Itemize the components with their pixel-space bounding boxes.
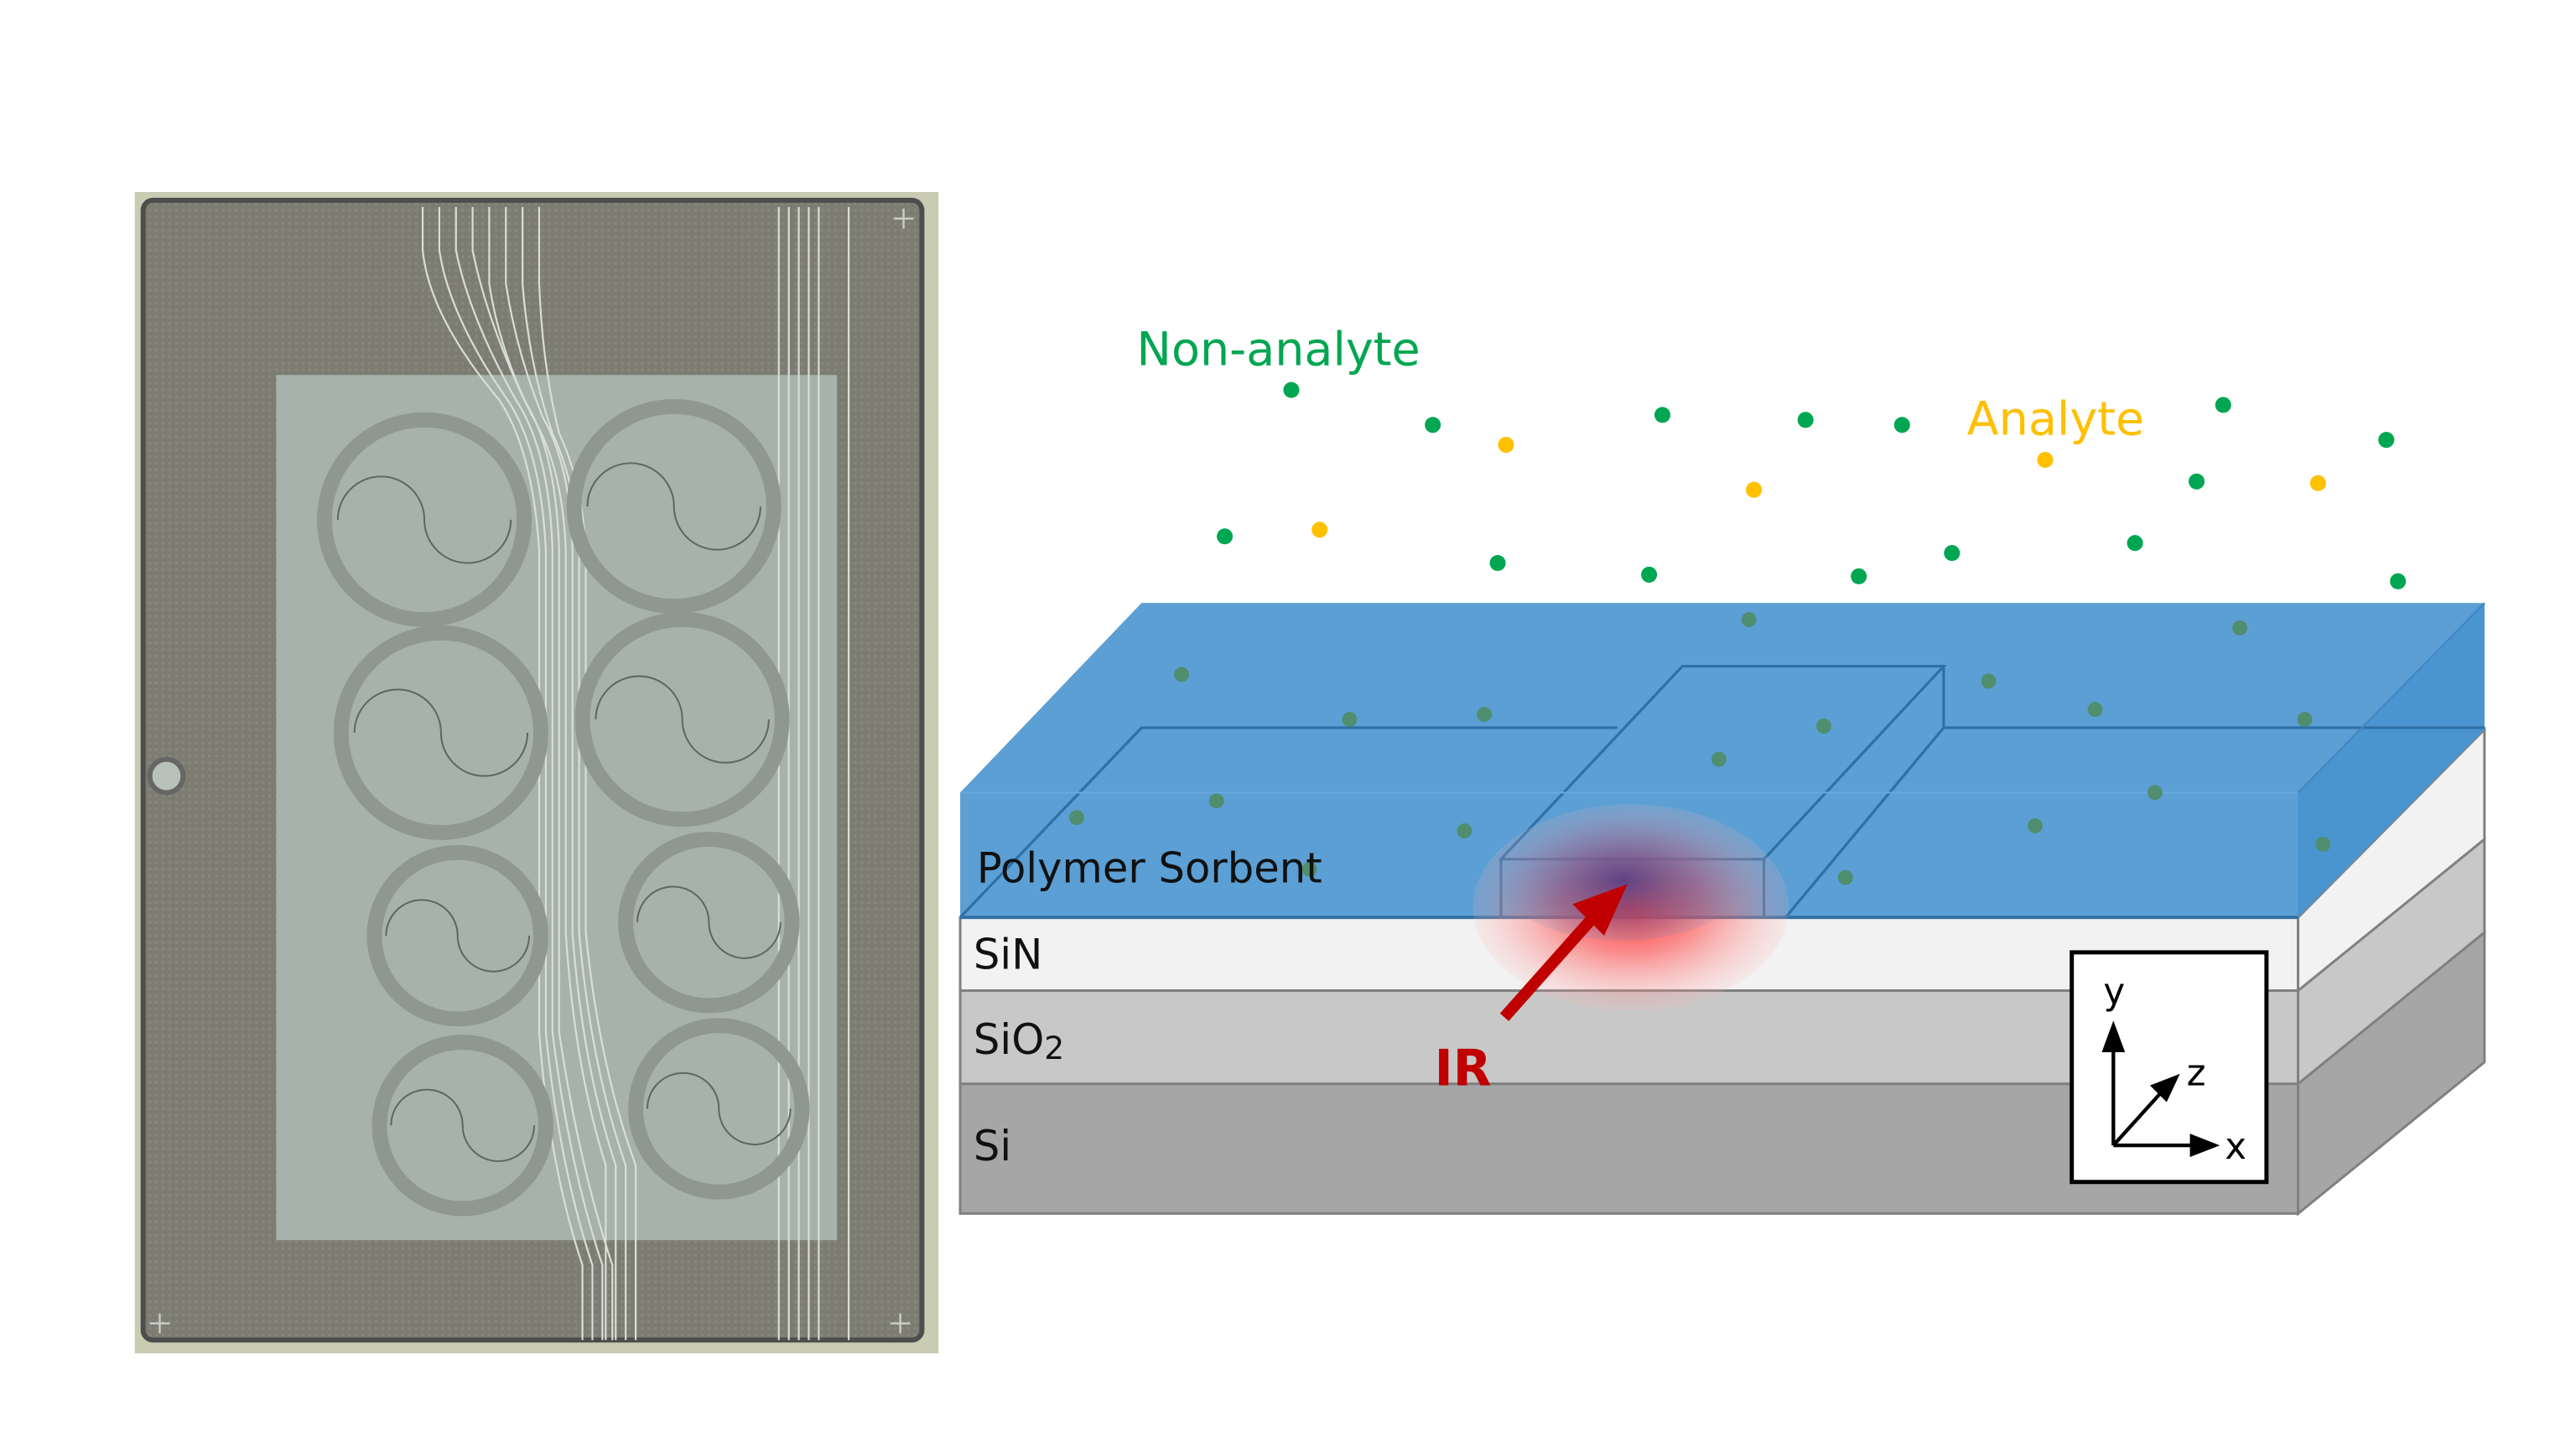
axes-inset: y z x: [2070, 950, 2269, 1185]
x-axis-arrow-icon: [2189, 1134, 2220, 1157]
non-analyte-label: Non-analyte: [1136, 322, 1420, 376]
corner-markers: [149, 208, 914, 1334]
waveguide-traces: [421, 206, 850, 1341]
non-analyte-molecules: [1217, 381, 2407, 589]
spiral-1: [317, 412, 532, 627]
analyte-label: Analyte: [1967, 392, 2145, 447]
si-label: Si: [974, 1122, 1011, 1170]
chip-micrograph: [134, 191, 939, 1354]
ir-arrow-icon: [1499, 884, 1628, 1021]
spiral-resonators: [317, 399, 810, 1217]
z-axis-arrow-icon: [2149, 1073, 2180, 1103]
evanescent-field: [1472, 791, 1789, 1011]
x-axis-label: x: [2225, 1125, 2246, 1168]
y-axis-arrow-icon: [2101, 1020, 2126, 1052]
y-axis-label: y: [2103, 970, 2125, 1013]
polymer-label: Polymer Sorbent: [977, 844, 1322, 893]
sio2-label: SiO2: [974, 1015, 1064, 1066]
spiral-2: [566, 399, 782, 615]
analyte-molecules: [1311, 437, 2326, 538]
spiral-8: [628, 1018, 810, 1200]
z-axis-label: z: [2187, 1052, 2206, 1095]
layer-stack-diagram: Polymer Sorbent SiN SiO2 Si IR y z x: [958, 322, 2486, 1217]
spiral-6: [618, 832, 800, 1014]
sin-label: SiN: [974, 931, 1042, 979]
spiral-5: [366, 844, 548, 1027]
alignment-mark: [147, 756, 186, 796]
spiral-3: [333, 625, 548, 840]
spiral-4: [574, 612, 790, 828]
absorbed-molecules: [1069, 612, 2331, 885]
spiral-7: [371, 1035, 553, 1217]
ir-label: IR: [1435, 1040, 1492, 1098]
